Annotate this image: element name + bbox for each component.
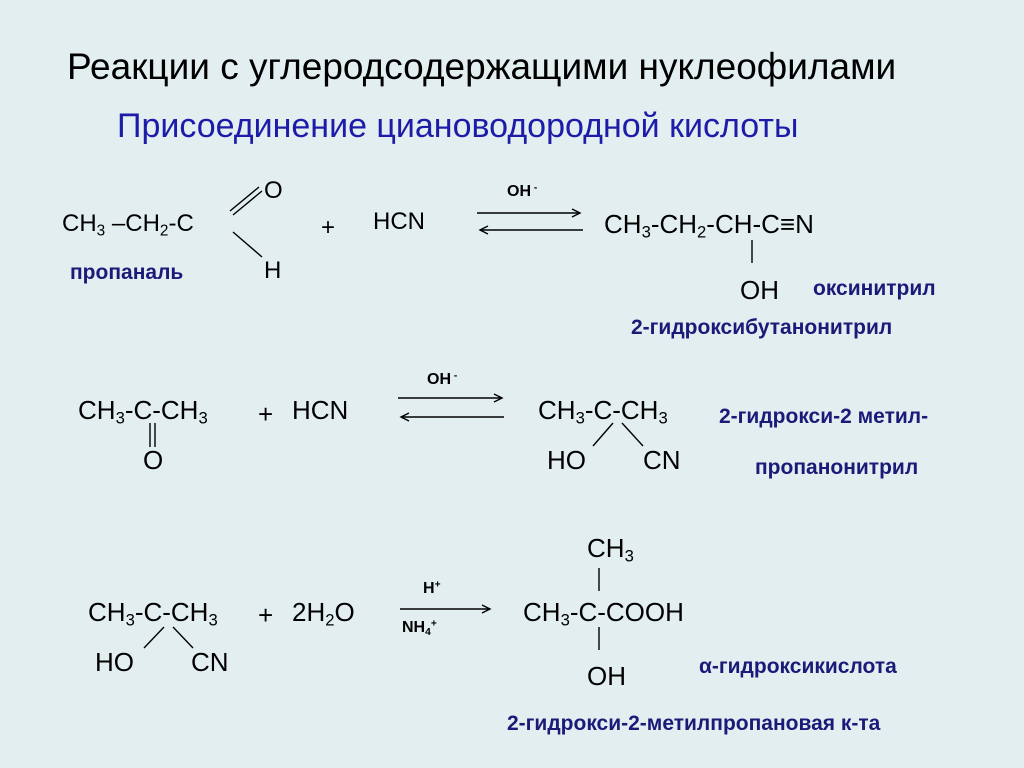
r3-reactant-cn: CN [191, 647, 229, 677]
r3-c-cn-bond [172, 626, 194, 649]
r2-product-name-line2: пропанонитрил [755, 456, 919, 479]
r3-product-class-name: α-гидроксикислота [699, 655, 897, 678]
r1-oxygen: O [264, 177, 283, 204]
r2-product-name-line1: 2-гидрокси-2 метил- [719, 405, 929, 428]
r3-catalyst-acid: H+ [423, 579, 441, 597]
r2-reagent: HCN [292, 395, 349, 425]
r3-product-ch3: CH3 [587, 533, 634, 566]
r1-plus: + [321, 214, 336, 241]
r1-catalyst: OH - [507, 182, 538, 200]
r1-reactant-name: пропаналь [70, 261, 184, 284]
r1-reagent: HCN [373, 208, 425, 235]
r2-reactant-formula: CH3-C-CH3 [78, 395, 208, 428]
r1-hydrogen: H [264, 257, 282, 284]
r3-reactant-ho: HO [95, 647, 134, 677]
r1-reactant-formula: CH3 –CH2-C [62, 210, 194, 240]
r1-forward-arrowhead [571, 208, 582, 218]
r2-product-formula: CH3-C-CH3 [538, 395, 668, 428]
r2-oxygen: O [143, 445, 164, 475]
r1-ch-bond [232, 231, 263, 258]
r3-c-ho-bond [143, 626, 165, 649]
r2-forward-arrowhead [493, 393, 504, 403]
r3-water: 2H2O [292, 597, 355, 630]
r1-product-iupac-name: 2-гидроксибутанонитрил [631, 316, 893, 339]
r2-c-cn-bond [621, 422, 644, 447]
r2-product-cn: CN [643, 445, 681, 475]
r1-co-bond-2 [229, 186, 260, 212]
r2-c-ho-bond [592, 422, 614, 447]
r3-product-oh: OH [587, 661, 626, 691]
r1-co-bond-1 [232, 190, 263, 216]
r2-catalyst: OH - [427, 370, 458, 388]
r1-reverse-arrowhead [478, 225, 489, 235]
slide-title: Реакции с углеродсодержащими нуклеофилам… [67, 46, 897, 87]
r3-catalyst-ammonium: NH4+ [402, 618, 437, 638]
r1-product-oh: OH [740, 275, 779, 305]
r1-product-formula: CH3-CH2-CH-C≡N [604, 209, 814, 242]
r3-plus: + [258, 600, 274, 630]
slide-subtitle: Присоединение циановодородной кислоты [117, 107, 799, 145]
r2-plus: + [258, 399, 274, 429]
r2-product-ho: HO [547, 445, 586, 475]
r3-product-iupac-name: 2-гидрокси-2-метилпропановая к-та [507, 712, 881, 735]
r3-reactant-formula: CH3-C-CH3 [88, 597, 218, 630]
r3-arrowhead [481, 604, 492, 614]
r2-reverse-arrowhead [399, 412, 410, 422]
r1-product-trivial-name: оксинитрил [813, 277, 936, 300]
r3-product-formula: CH3-C-COOH [523, 597, 684, 630]
